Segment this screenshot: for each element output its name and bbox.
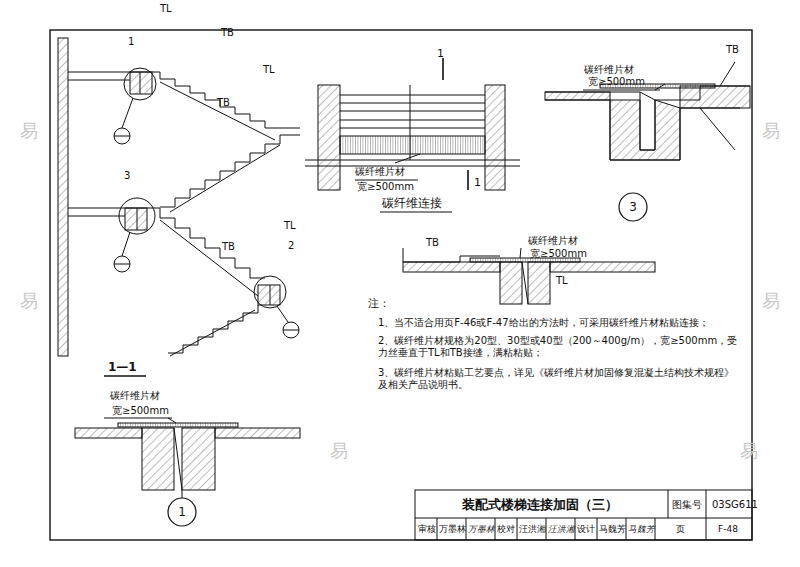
part-label: TB	[426, 237, 439, 249]
detail-number: 3	[618, 200, 648, 214]
view-name: 碳纤维连接	[382, 196, 442, 210]
watermark: 易	[762, 290, 780, 312]
detail-circle: 3	[618, 192, 648, 222]
table-cell: 汪洪湘	[519, 524, 546, 534]
material-label: 碳纤维片材	[110, 390, 160, 402]
part-label: TL	[284, 220, 296, 232]
callout-number: 3	[124, 170, 130, 182]
callout-number: 2	[288, 240, 294, 252]
part-label: TB	[221, 27, 234, 39]
watermark: 易	[740, 440, 758, 462]
part-label: TL	[263, 64, 275, 76]
callout-number: 1	[128, 36, 134, 48]
part-label: TL	[556, 275, 568, 287]
table-cell: 设计	[577, 524, 595, 534]
table-cell: 03SG611	[712, 499, 758, 511]
dimension: 宽≥500mm	[357, 181, 414, 193]
signature: 马魏芳	[628, 524, 655, 534]
section-name: 1—1	[108, 360, 137, 374]
table-cell: 图集号	[672, 499, 702, 511]
material-label: 碳纤维片材	[528, 235, 578, 247]
detail-number: 1	[167, 505, 197, 519]
section-mark: 1	[437, 47, 444, 60]
watermark: 易	[20, 120, 38, 142]
material-label: 碳纤维片材	[355, 166, 405, 178]
part-label: TB	[217, 97, 230, 109]
part-label: TL	[160, 3, 172, 15]
notes-heading: 注：	[368, 297, 390, 310]
table-cell: 校对	[497, 524, 515, 534]
table-cell: 万墨林	[439, 524, 466, 534]
material-label: 碳纤维片材	[584, 64, 634, 76]
table-cell: 马魏芳	[599, 524, 626, 534]
note: 1、当不适合用页F-46或F-47给出的方法时，可采用碳纤维片材粘贴连接；	[378, 317, 738, 329]
watermark: 易	[330, 440, 348, 462]
dimension: 宽≥500mm	[588, 76, 645, 88]
table-cell: F-48	[718, 524, 738, 535]
dimension: 宽≥500mm	[112, 405, 169, 417]
part-label: TB	[726, 44, 739, 56]
note: 3、碳纤维片材粘贴工艺要点，详见《碳纤维片材加固修复混凝土结构技术规程》及相关产…	[378, 367, 738, 391]
section-mark: 1	[474, 176, 481, 189]
dimension: 宽≥500mm	[530, 248, 587, 260]
sheet-title: 装配式楼梯连接加固（三）	[462, 497, 618, 513]
note: 2、碳纤维片材规格为20型、30型或40型（200～400g/m），宽≥500m…	[378, 335, 738, 359]
part-label: TB	[222, 241, 235, 253]
watermark: 易	[762, 120, 780, 142]
table-cell: 页	[676, 524, 685, 535]
table-cell: 审核	[418, 524, 436, 534]
watermark: 易	[20, 290, 38, 312]
signature: 汪洪湘	[548, 524, 575, 534]
detail-circle: 1	[167, 497, 197, 527]
signature: 万墨林	[468, 524, 495, 534]
